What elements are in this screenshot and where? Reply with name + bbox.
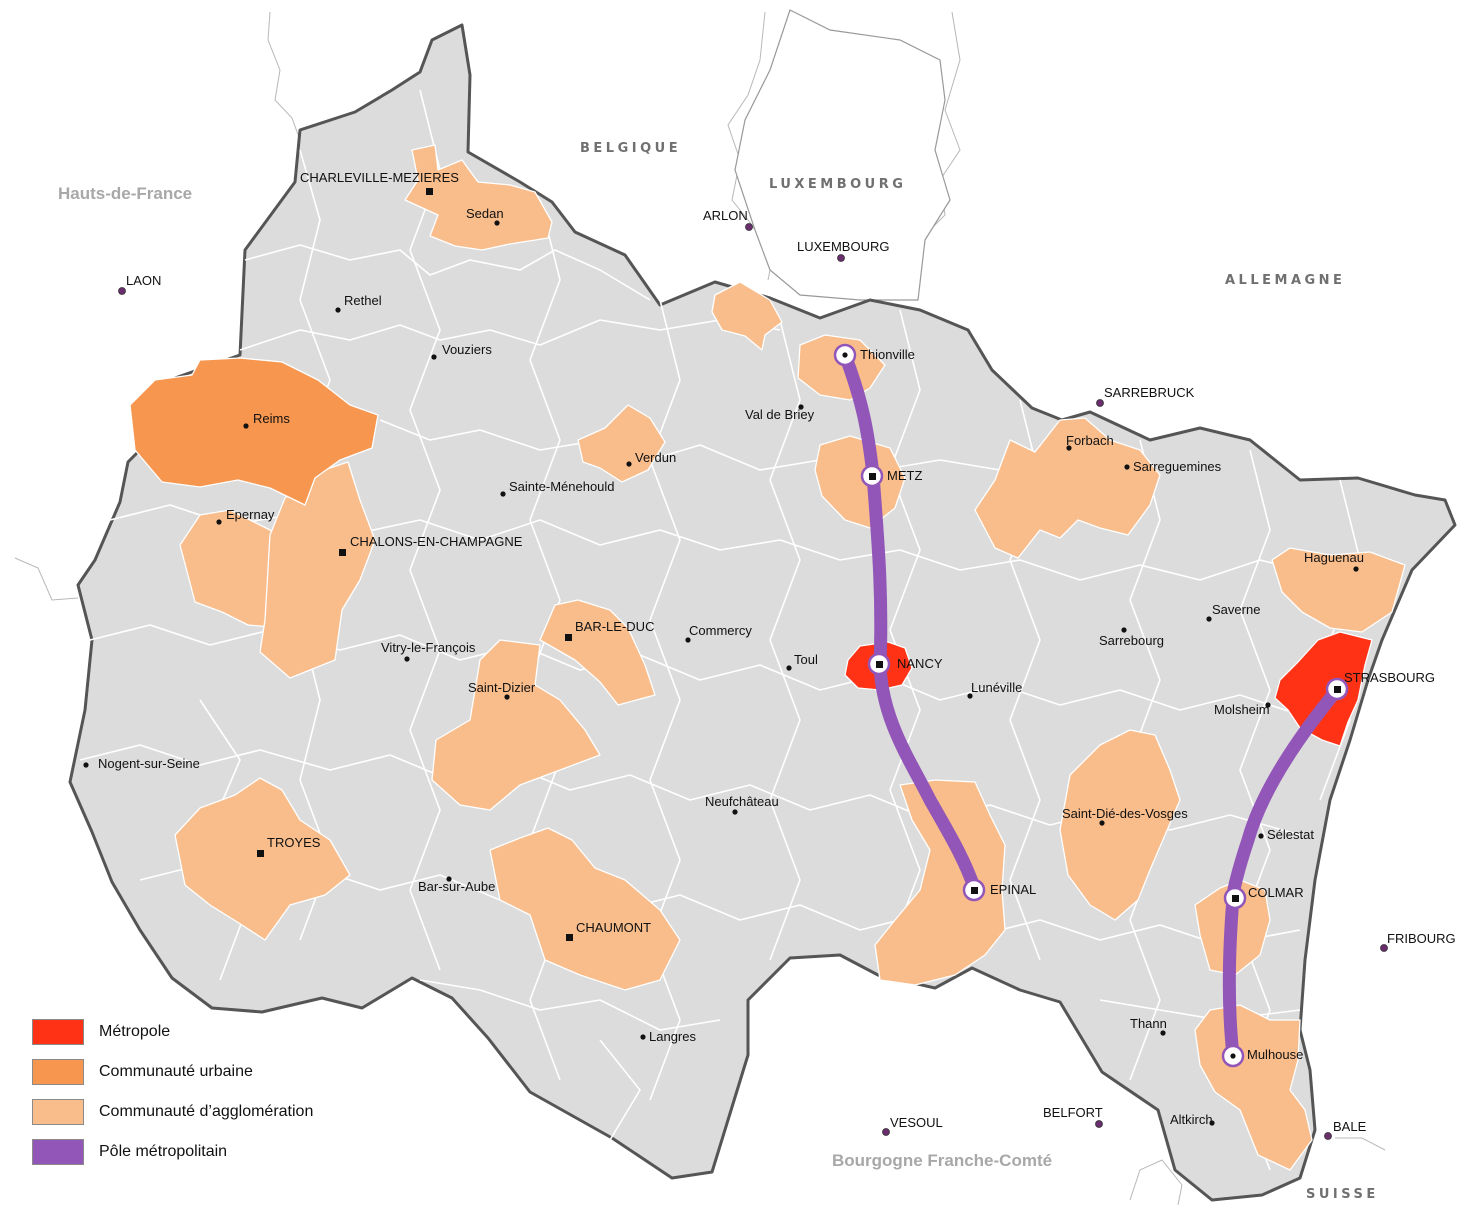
country-belgique: BELGIQUE <box>580 141 681 156</box>
country-luxembourg: LUXEMBOURG <box>769 177 906 192</box>
city-rethel: Rethel <box>344 293 382 308</box>
region-bourgogne: Bourgogne Franche-Comté <box>832 1151 1052 1170</box>
agglo-troyes <box>174 777 351 941</box>
city-val-de-briey: Val de Briey <box>745 407 815 422</box>
city-haguenau: Haguenau <box>1304 550 1364 565</box>
agglo-chaumont <box>489 827 681 991</box>
legend-label-metropole: Métropole <box>99 1023 171 1040</box>
metropole-strasbourg <box>1274 631 1373 747</box>
city-dots <box>83 220 1359 1126</box>
city-sarrebourg: Sarrebourg <box>1099 633 1164 648</box>
city-sarrebruck: SARREBRUCK <box>1104 385 1195 400</box>
map-legend: Métropole Communauté urbaine Communauté … <box>32 1012 313 1172</box>
country-suisse: SUISSE <box>1306 1187 1379 1202</box>
city-verdun: Verdun <box>635 450 676 465</box>
city-epernay: Epernay <box>226 507 275 522</box>
prefecture-squares <box>257 188 1341 941</box>
city-vitry: Vitry-le-François <box>381 640 476 655</box>
alsace-link <box>1222 683 1344 1062</box>
city-nancy: NANCY <box>897 656 943 671</box>
city-colmar: COLMAR <box>1248 885 1304 900</box>
city-toul: Toul <box>794 652 818 667</box>
region-hauts-de-france: Hauts-de-France <box>58 184 192 203</box>
city-epinal: EPINAL <box>990 882 1036 897</box>
legend-row-ca: Communauté d’agglomération <box>32 1092 313 1132</box>
city-troyes: TROYES <box>267 835 321 850</box>
legend-swatch-ca <box>32 1099 84 1125</box>
city-luxembourg: LUXEMBOURG <box>797 239 889 254</box>
city-charleville: CHARLEVILLE-MEZIERES <box>300 170 459 185</box>
country-allemagne: ALLEMAGNE <box>1225 273 1345 288</box>
agglo-bar-le-duc <box>539 599 656 706</box>
legend-row-pole: Pôle métropolitain <box>32 1132 313 1172</box>
legend-row-cu: Communauté urbaine <box>32 1052 313 1092</box>
city-langres: Langres <box>649 1029 696 1044</box>
city-bar-sur-aube: Bar-sur-Aube <box>418 879 495 894</box>
foreign-city-markers <box>118 223 1388 1140</box>
city-forbach: Forbach <box>1066 433 1114 448</box>
city-chaumont: CHAUMONT <box>576 920 651 935</box>
city-saint-dizier: Saint-Dizier <box>468 680 536 695</box>
city-vesoul: VESOUL <box>890 1115 943 1130</box>
city-mulhouse: Mulhouse <box>1247 1047 1303 1062</box>
city-fribourg: FRIBOURG <box>1387 931 1456 946</box>
city-neufchateau: Neufchâteau <box>705 794 779 809</box>
city-sainte-menehould: Sainte-Ménehould <box>509 479 615 494</box>
cu-reims <box>129 357 379 506</box>
city-chalons: CHALONS-EN-CHAMPAGNE <box>350 534 523 549</box>
city-commercy: Commercy <box>689 623 752 638</box>
agglo-haguenau <box>1271 547 1406 633</box>
city-altkirch: Altkirch <box>1170 1112 1213 1127</box>
agglo-mulhouse <box>1194 1004 1313 1171</box>
city-thionville: Thionville <box>860 347 915 362</box>
city-sarreguemines: Sarreguemines <box>1133 459 1222 474</box>
agglo-charleville-sedan <box>404 144 553 251</box>
city-reims: Reims <box>253 411 290 426</box>
agglo-forbach <box>974 417 1161 559</box>
city-laon: LAON <box>126 273 161 288</box>
city-selestat: Sélestat <box>1267 827 1314 842</box>
legend-swatch-metropole <box>32 1019 84 1045</box>
city-bar-le-duc: BAR-LE-DUC <box>575 619 654 634</box>
agglo-thionville <box>797 334 886 401</box>
legend-label-ca: Communauté d’agglomération <box>99 1103 314 1120</box>
agglo-saint-dizier <box>431 639 601 811</box>
city-arlon: ARLON <box>703 208 748 223</box>
luxembourg-border <box>734 9 951 301</box>
city-vouziers: Vouziers <box>442 342 492 357</box>
agglo-saint-die <box>1059 729 1181 921</box>
agglo-verdun <box>577 404 666 483</box>
city-belfort: BELFORT <box>1043 1105 1103 1120</box>
agglo-longwy <box>711 281 783 351</box>
legend-row-metropole: Métropole <box>32 1012 313 1052</box>
city-thann: Thann <box>1130 1016 1167 1031</box>
city-luneville: Lunéville <box>971 680 1022 695</box>
city-saint-die: Saint-Dié-des-Vosges <box>1062 806 1188 821</box>
city-sedan: Sedan <box>466 206 504 221</box>
city-saverne: Saverne <box>1212 602 1260 617</box>
city-bale: BALE <box>1333 1119 1367 1134</box>
city-nogent: Nogent-sur-Seine <box>98 756 200 771</box>
legend-label-cu: Communauté urbaine <box>99 1063 253 1080</box>
agglo-epinal <box>874 779 1006 986</box>
agglomerations <box>174 144 1406 1171</box>
city-metz: METZ <box>887 468 922 483</box>
city-molsheim: Molsheim <box>1214 702 1270 717</box>
legend-label-pole: Pôle métropolitain <box>99 1143 228 1160</box>
city-strasbourg: STRASBOURG <box>1344 670 1435 685</box>
legend-swatch-pole <box>32 1139 84 1165</box>
legend-swatch-cu <box>32 1059 84 1085</box>
